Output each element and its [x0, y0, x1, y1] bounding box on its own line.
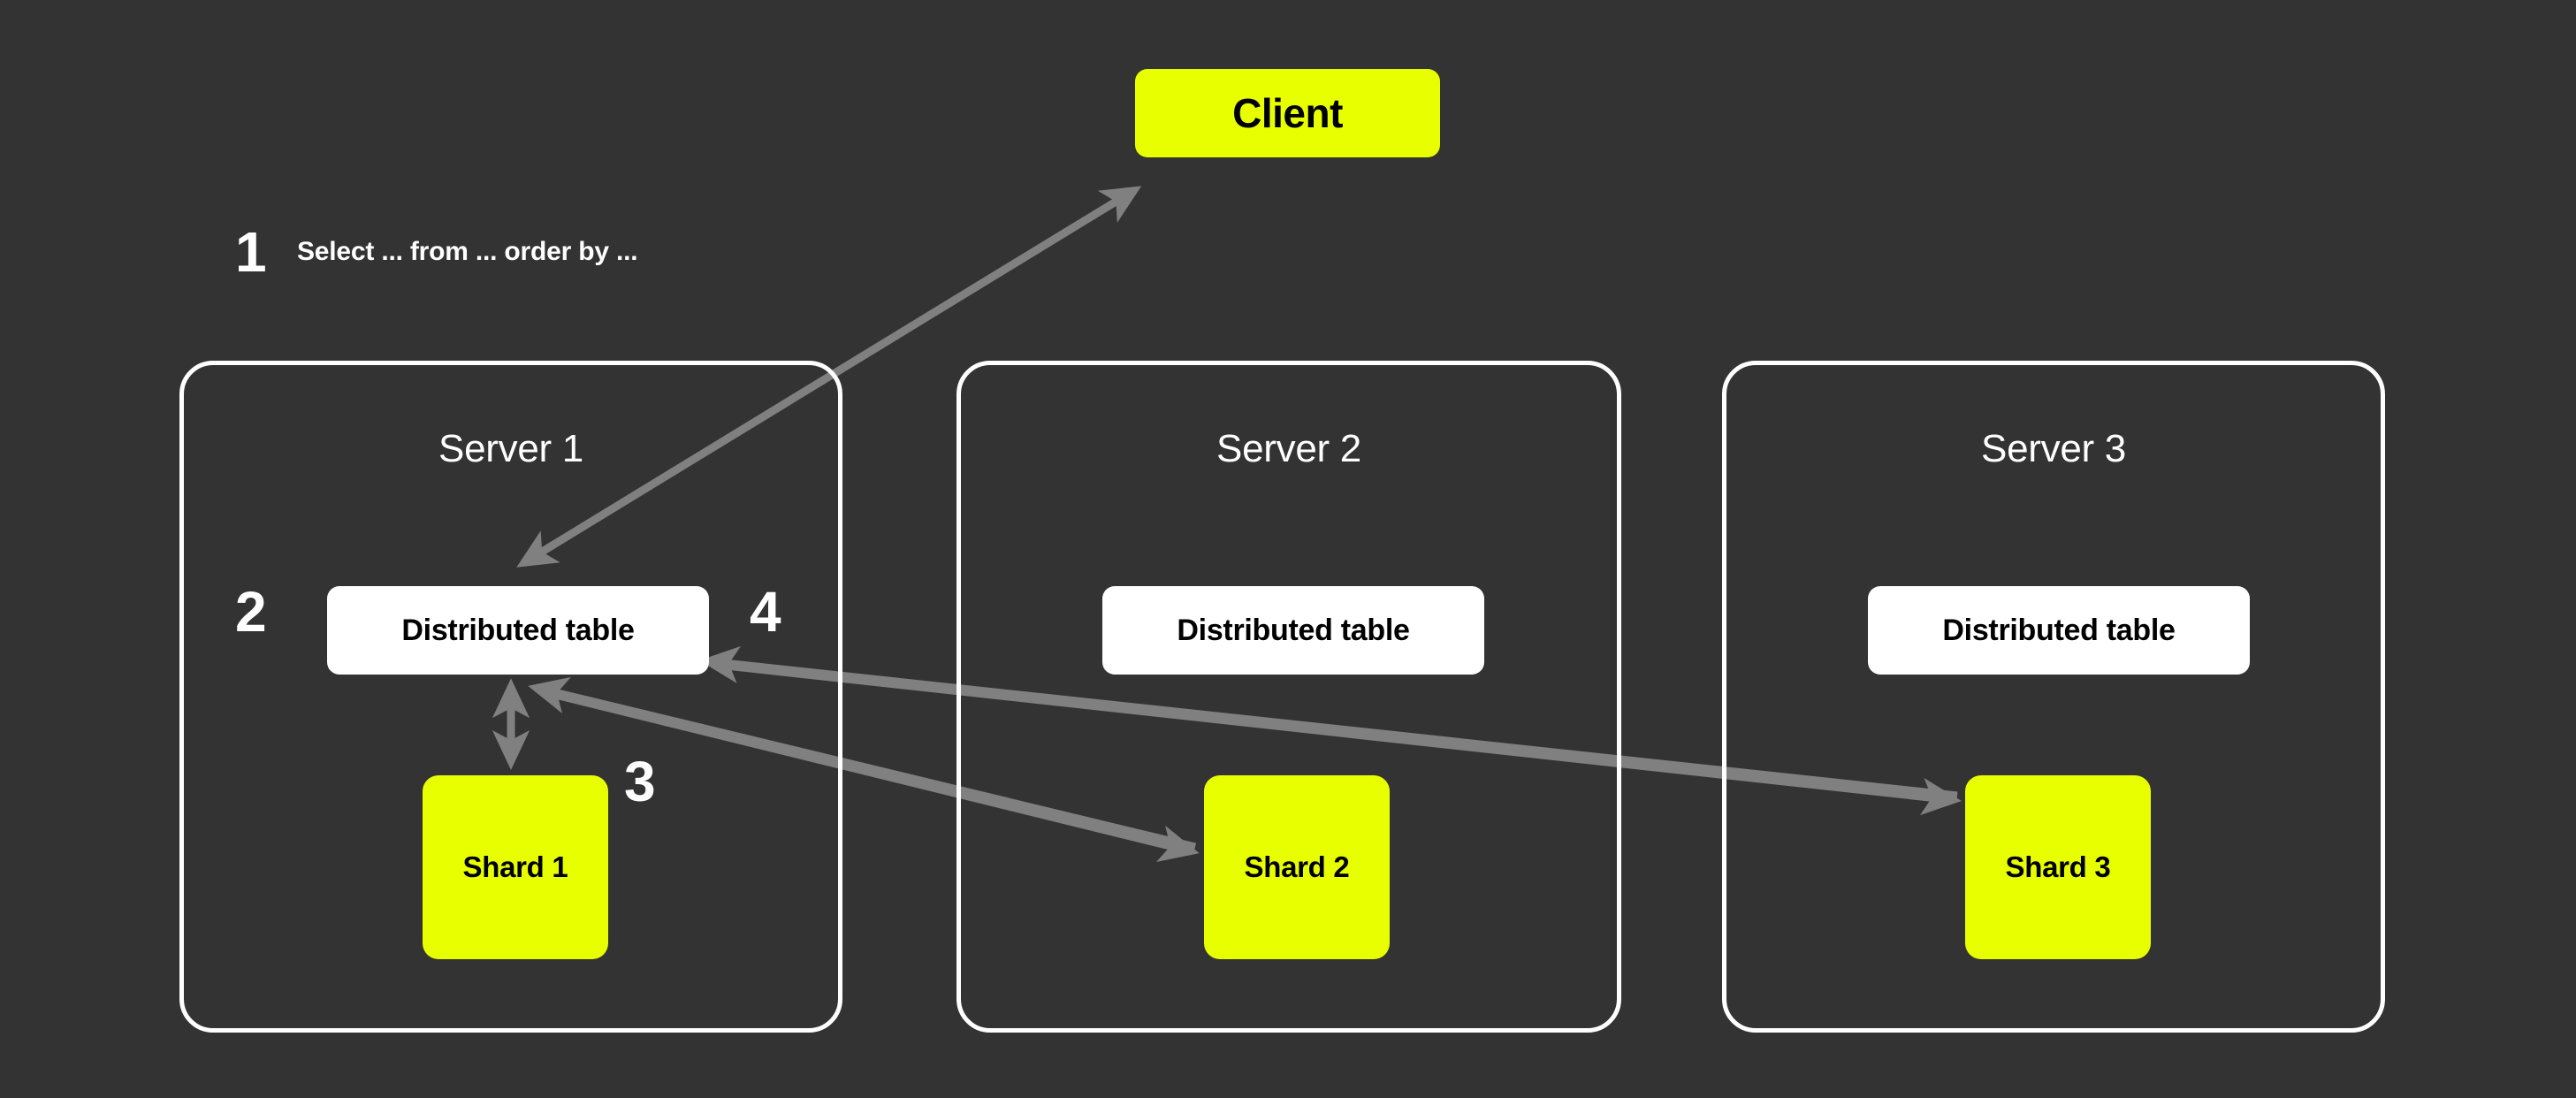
- distributed-table-1[interactable]: Distributed table: [327, 586, 709, 675]
- step-number-1: 1: [235, 220, 267, 284]
- client-node[interactable]: Client: [1135, 69, 1440, 157]
- step-1-caption: Select ... from ... order by ...: [297, 237, 638, 266]
- shard-2-label: Shard 2: [1244, 850, 1350, 883]
- client-label: Client: [1232, 90, 1343, 136]
- server-panel-1: Server 1 Distributed table Shard 1: [179, 361, 842, 1033]
- distributed-table-1-label: Distributed table: [401, 613, 635, 647]
- arrow-shard-3-to-distributed-table-1: [699, 645, 1958, 800]
- step-number-4: 4: [750, 580, 781, 644]
- shard-3[interactable]: Shard 3: [1965, 775, 2151, 959]
- server-2-title: Server 2: [1216, 427, 1361, 470]
- server-panel-2: Server 2 Distributed table Shard 2: [956, 361, 1621, 1033]
- step-number-3: 3: [624, 750, 656, 813]
- distributed-table-2-label: Distributed table: [1177, 613, 1410, 647]
- distributed-table-2[interactable]: Distributed table: [1102, 586, 1484, 675]
- step-number-2: 2: [235, 580, 267, 644]
- distributed-table-3[interactable]: Distributed table: [1868, 586, 2250, 675]
- shard-2[interactable]: Shard 2: [1204, 775, 1390, 959]
- shard-3-label: Shard 3: [2005, 850, 2111, 883]
- shard-1[interactable]: Shard 1: [423, 775, 608, 959]
- server-panel-3: Server 3 Distributed table Shard 3: [1722, 361, 2385, 1033]
- server-1-title: Server 1: [438, 427, 583, 470]
- shard-1-label: Shard 1: [462, 850, 568, 883]
- arrow-shard-2-to-distributed-table-1: [528, 676, 1197, 851]
- server-3-title: Server 3: [1981, 427, 2126, 470]
- distributed-table-3-label: Distributed table: [1942, 613, 2176, 647]
